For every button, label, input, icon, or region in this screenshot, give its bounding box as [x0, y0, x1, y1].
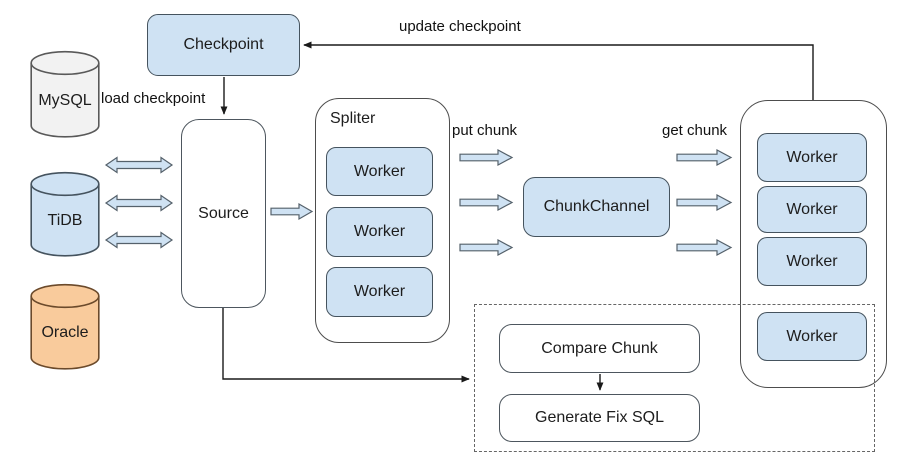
- oracle-label: Oracle: [41, 324, 89, 341]
- spliter-worker-1: Worker: [326, 147, 433, 196]
- put-chunk-arrow-3: [459, 238, 514, 257]
- cylinder-shape-icon: [30, 50, 100, 138]
- checkpoint-node: Checkpoint: [147, 14, 300, 76]
- cylinder-shape-icon: [30, 283, 100, 370]
- tidb-database-cylinder: TiDB: [30, 171, 100, 257]
- load-checkpoint-label: load checkpoint: [101, 90, 206, 107]
- put-chunk-arrow-2: [459, 193, 514, 212]
- pool-worker-2: Worker: [757, 186, 867, 233]
- source-node: Source: [181, 119, 266, 308]
- generate-fix-sql-node: Generate Fix SQL: [499, 394, 700, 442]
- source-spliter-arrow: [270, 202, 314, 221]
- put-chunk-arrow-1: [459, 148, 514, 167]
- spliter-worker-3: Worker: [326, 267, 433, 317]
- mysql-label: MySQL: [38, 91, 92, 109]
- check-region-dashed-box: [474, 304, 875, 452]
- tidb-label: TiDB: [47, 211, 83, 229]
- cylinder-shape-icon: [30, 171, 100, 257]
- db-source-double-arrow-1: [104, 156, 174, 174]
- pool-worker-3: Worker: [757, 237, 867, 286]
- compare-chunk-node: Compare Chunk: [499, 324, 700, 373]
- spliter-title: Spliter: [330, 110, 376, 127]
- db-source-double-arrow-3: [104, 231, 174, 249]
- pool-worker-1: Worker: [757, 133, 867, 182]
- get-chunk-label: get chunk: [662, 122, 728, 139]
- update-checkpoint-line: [303, 41, 814, 100]
- get-chunk-arrow-1: [676, 148, 733, 167]
- spliter-worker-2: Worker: [326, 207, 433, 257]
- update-checkpoint-label: update checkpoint: [399, 18, 521, 35]
- db-source-double-arrow-2: [104, 194, 174, 212]
- chunk-channel-node: ChunkChannel: [523, 177, 670, 237]
- mysql-database-cylinder: MySQL: [30, 50, 100, 138]
- pool-worker-4: Worker: [757, 312, 867, 361]
- get-chunk-arrow-3: [676, 238, 733, 257]
- put-chunk-label: put chunk: [452, 122, 518, 139]
- get-chunk-arrow-2: [676, 193, 733, 212]
- oracle-database-cylinder: Oracle: [30, 283, 100, 370]
